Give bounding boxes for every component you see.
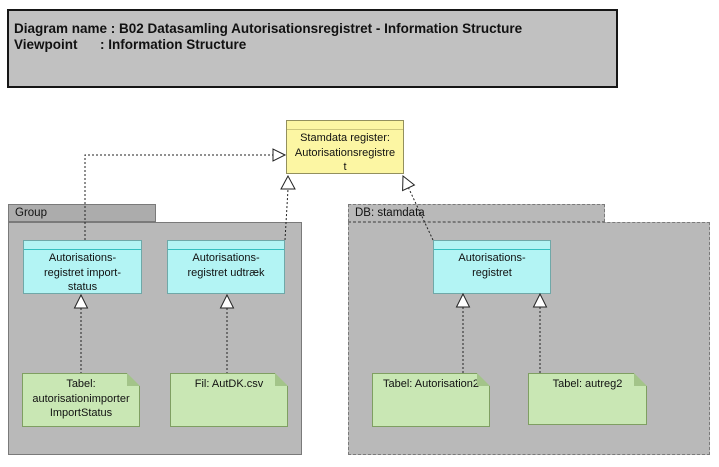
node-top-compartment	[24, 241, 141, 250]
hollow-triangle-arrowhead-icon	[280, 174, 296, 190]
node-top-compartment	[168, 241, 284, 250]
note-label: Tabel: autorisationimporter ImportStatus	[32, 378, 130, 419]
note-label: Tabel: autreg2	[552, 378, 623, 390]
note-label: Fil: AutDK.csv	[194, 378, 264, 390]
group-container-label: Group	[15, 207, 47, 219]
note-label: Tabel: Autorisation2	[382, 378, 479, 390]
node-top-compartment	[434, 241, 550, 250]
node-autorisationsregistret-udtraek[interactable]: Autorisations- registret udtræk	[167, 240, 285, 294]
db-stamdata-container-label: DB: stamdata	[355, 207, 425, 219]
viewpoint-line: Viewpoint : Information Structure	[14, 36, 247, 52]
node-udtraek-label: Autorisations- registret udtræk	[187, 252, 265, 279]
diagram-name-line: Diagram name : B02 Datasamling Autorisat…	[14, 21, 523, 36]
node-autorisationsregistret-label: Autorisations- registret	[458, 252, 526, 279]
node-autorisationsregistret[interactable]: Autorisations- registret	[433, 240, 551, 294]
hollow-triangle-arrowhead-icon	[402, 174, 416, 192]
db-stamdata-container-tab[interactable]: DB: stamdata	[348, 204, 605, 222]
note-tabel-autreg2[interactable]: Tabel: autreg2	[528, 373, 647, 425]
note-fil-autdk-csv[interactable]: Fil: AutDK.csv	[170, 373, 288, 427]
node-stamdata-register-label: Stamdata register: Autorisationsregistre…	[294, 132, 396, 173]
diagram-title-block: Diagram name : B02 Datasamling Autorisat…	[7, 9, 618, 88]
node-importstatus-label: Autorisations- registret import- status	[43, 252, 122, 293]
hollow-triangle-arrowhead-icon	[272, 148, 287, 162]
node-top-compartment	[287, 121, 403, 130]
node-autorisationsregistret-importstatus[interactable]: Autorisations- registret import- status	[23, 240, 142, 294]
note-tabel-autorisationimporter-importstatus[interactable]: Tabel: autorisationimporter ImportStatus	[22, 373, 140, 427]
note-tabel-autorisation2[interactable]: Tabel: Autorisation2	[372, 373, 490, 427]
group-container-tab[interactable]: Group	[8, 204, 156, 222]
node-stamdata-register[interactable]: Stamdata register: Autorisationsregistre…	[286, 120, 404, 174]
